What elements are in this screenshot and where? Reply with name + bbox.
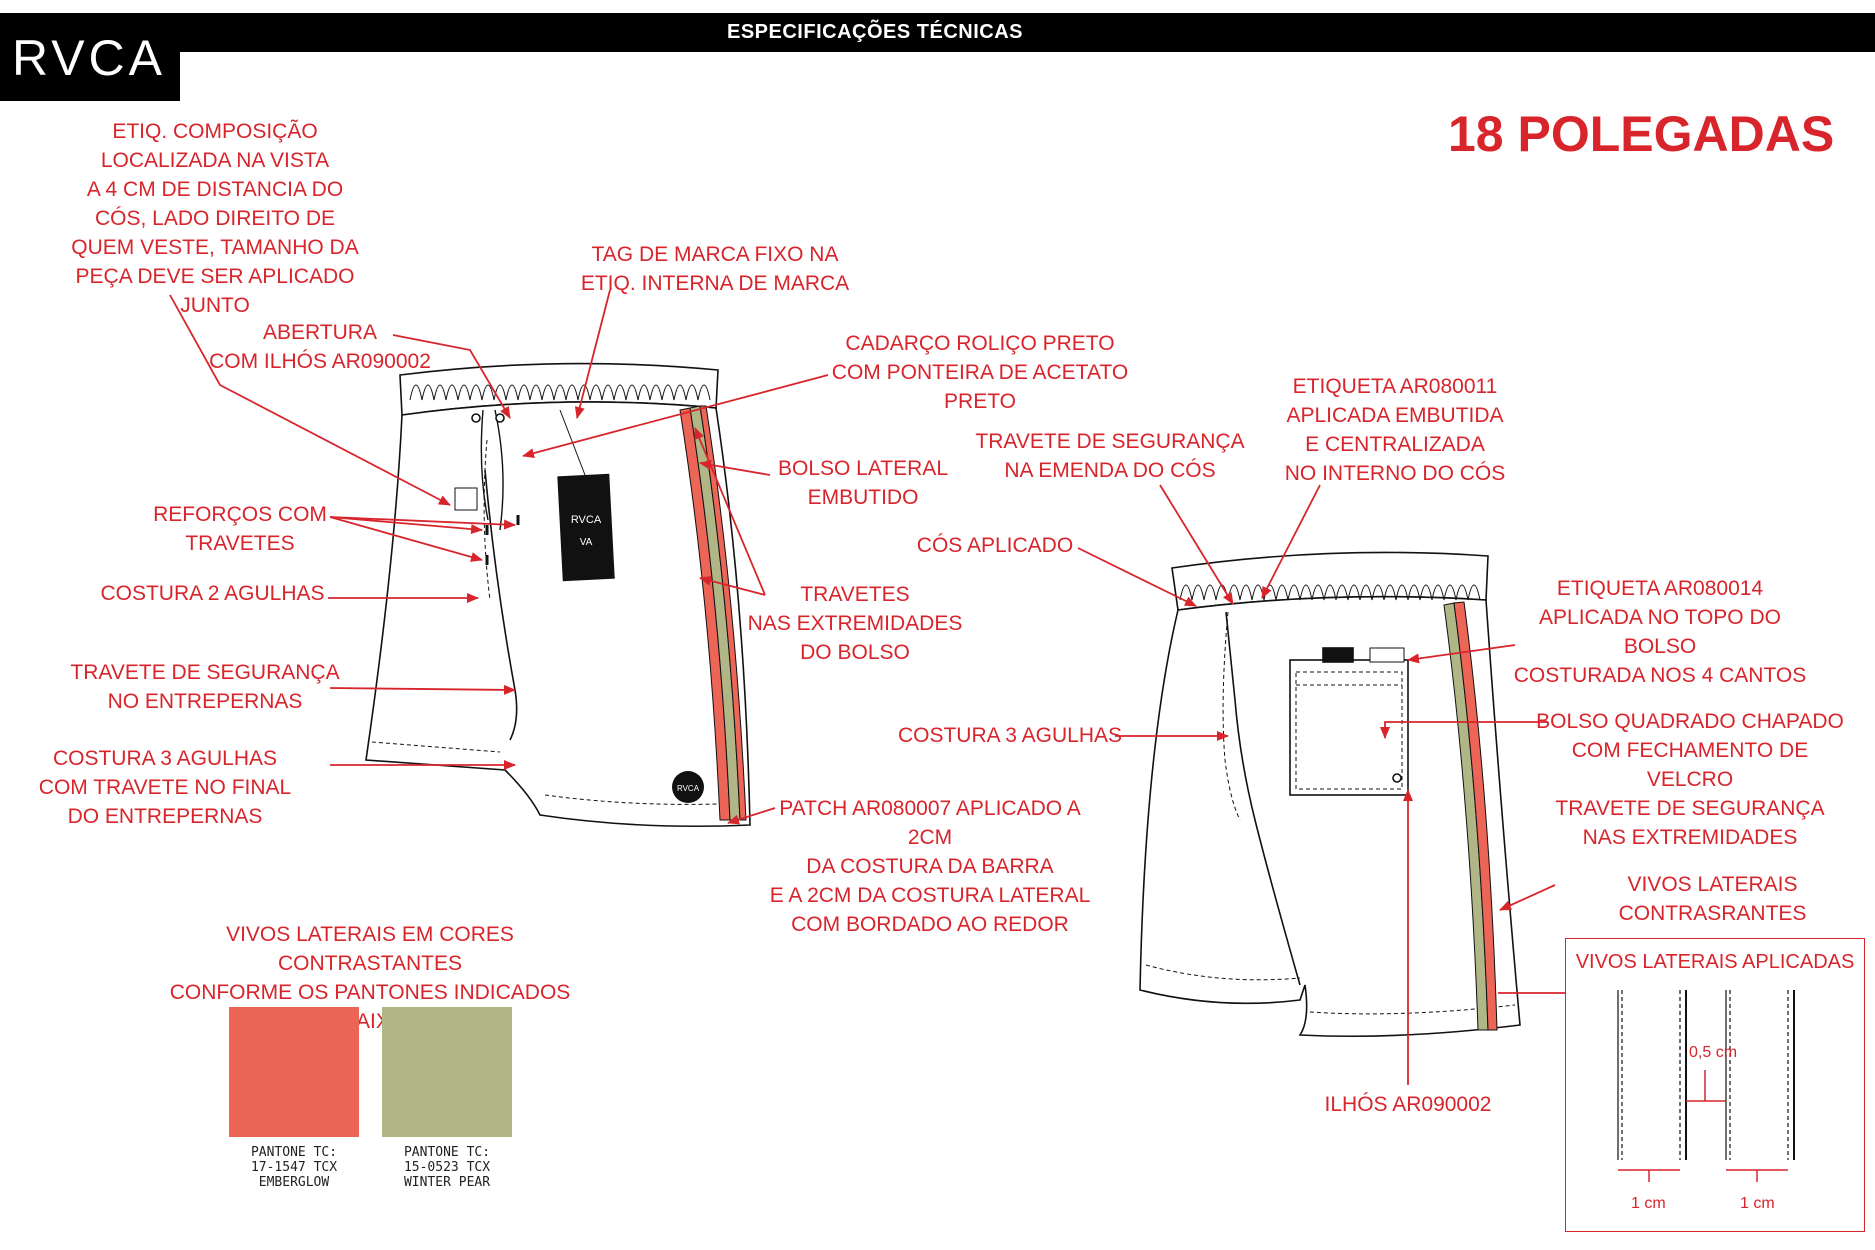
svg-text:RVCA: RVCA xyxy=(571,514,602,526)
front-shorts-drawing xyxy=(365,362,751,828)
svg-text:RVCA: RVCA xyxy=(677,784,700,793)
annotation-reforcos: REFORÇOS COM TRAVETES xyxy=(153,503,327,555)
logo-text: RVCA xyxy=(12,30,167,86)
annotation-arrows xyxy=(169,289,1565,1085)
annotation-travete-emenda: TRAVETE DE SEGURANÇA NA EMENDA DO CÓS xyxy=(975,430,1245,482)
annotation-tag-marca: TAG DE MARCA FIXO NA ETIQ. INTERNA DE MA… xyxy=(580,243,850,295)
round-patch: RVCA xyxy=(672,771,704,803)
annotation-costura-3: COSTURA 3 AGULHAS xyxy=(897,724,1123,747)
pantone-label-emberglow: PANTONE TC: 17-1547 TCX EMBERGLOW xyxy=(250,1145,338,1190)
annotation-vivos-laterais: VIVOS LATERAIS CONTRASRANTES xyxy=(1618,873,1807,925)
swatch-winter-pear xyxy=(382,1007,512,1137)
applied-piping-title: VIVOS LATERAIS APLICADAS xyxy=(1575,951,1855,973)
annotation-travete-entrepernas: TRAVETE DE SEGURANÇA NO ENTREPERNAS xyxy=(70,661,340,713)
annotation-ilhos: ILHÓS AR090002 xyxy=(1324,1093,1492,1116)
dimension-lines xyxy=(1618,1070,1788,1182)
annotation-travetes-bolso: TRAVETES NAS EXTREMIDADES DO BOLSO xyxy=(747,583,963,664)
hang-tag: RVCA VA xyxy=(557,409,615,582)
width-label-right: 1 cm xyxy=(1740,1195,1775,1212)
applied-piping-detail xyxy=(1617,990,1795,1160)
width-label-left: 1 cm xyxy=(1631,1195,1666,1212)
back-side-piping xyxy=(1443,601,1498,1031)
gap-label: 0,5 cm xyxy=(1689,1044,1738,1061)
applied-piping-box: VIVOS LATERAIS APLICADAS xyxy=(1565,938,1865,1232)
annotation-cos-aplicado: CÓS APLICADO xyxy=(916,534,1074,557)
svg-text:VA: VA xyxy=(580,537,593,548)
annotation-costura-3-final: COSTURA 3 AGULHAS COM TRAVETE NO FINAL D… xyxy=(38,747,292,828)
header-bar: ESPECIFICAÇÕES TÉCNICAS xyxy=(0,13,1875,52)
annotation-patch: PATCH AR080007 APLICADO A 2CM DA COSTURA… xyxy=(769,797,1091,936)
page-title: ESPECIFICAÇÕES TÉCNICAS xyxy=(727,21,1023,43)
annotation-etiqueta-011: ETIQUETA AR080011 APLICADA EMBUTIDA E CE… xyxy=(1284,375,1506,485)
annotation-cadarco: CADARÇO ROLIÇO PRETO COM PONTEIRA DE ACE… xyxy=(831,332,1129,413)
back-shorts-drawing xyxy=(1139,551,1521,1038)
annotation-etiq-composicao: ETIQ. COMPOSIÇÃO LOCALIZADA NA VISTA A 4… xyxy=(71,120,359,317)
swatch-emberglow xyxy=(229,1007,359,1137)
annotation-costura-2: COSTURA 2 AGULHAS xyxy=(100,582,325,605)
pantone-label-winter-pear: PANTONE TC: 15-0523 TCX WINTER PEAR xyxy=(403,1145,491,1190)
size-title: 18 POLEGADAS xyxy=(1448,106,1835,162)
annotation-bolso-quadrado: BOLSO QUADRADO CHAPADO COM FECHAMENTO DE… xyxy=(1536,710,1844,849)
pantone-section-title: VIVOS LATERAIS EM CORES CONTRASTANTES CO… xyxy=(169,923,571,1033)
annotation-abertura: ABERTURA COM ILHÓS AR090002 xyxy=(209,321,431,373)
annotation-bolso-lateral: BOLSO LATERAL EMBUTIDO xyxy=(777,457,948,509)
annotation-etiqueta-014: ETIQUETA AR080014 APLICADA NO TOPO DO BO… xyxy=(1513,577,1807,687)
brand-logo: RVCA xyxy=(0,13,180,101)
